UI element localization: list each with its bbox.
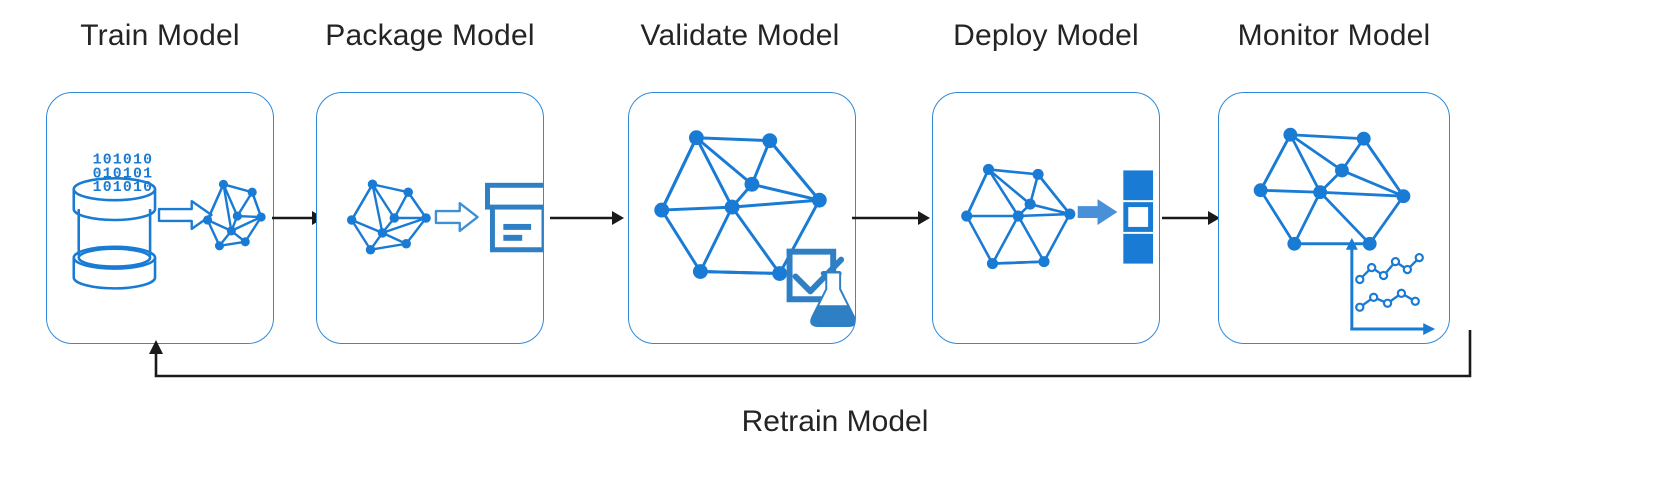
deploy-model-icon bbox=[933, 93, 1159, 343]
connector-validate-to-deploy bbox=[852, 206, 930, 230]
stage-title-train: Train Model bbox=[80, 19, 240, 52]
stage-card-train[interactable]: 101010 010101 101010 bbox=[46, 92, 274, 344]
connector-deploy-to-monitor bbox=[1162, 206, 1220, 230]
stage-title-monitor: Monitor Model bbox=[1237, 19, 1431, 52]
stage-card-deploy[interactable] bbox=[932, 92, 1160, 344]
monitor-model-icon bbox=[1219, 93, 1449, 343]
stage-title-deploy: Deploy Model bbox=[953, 19, 1139, 52]
stage-title-package: Package Model bbox=[325, 19, 535, 52]
package-model-icon bbox=[317, 93, 543, 343]
feedback-loop-retrain bbox=[140, 330, 1630, 390]
svg-text:101010: 101010 bbox=[93, 180, 154, 196]
svg-text:101010: 101010 bbox=[93, 152, 154, 168]
feedback-loop-label: Retrain Model bbox=[741, 405, 929, 438]
stage-title-validate: Validate Model bbox=[640, 19, 840, 52]
stage-card-validate[interactable] bbox=[628, 92, 856, 344]
connector-package-to-validate bbox=[550, 206, 624, 230]
stage-card-package[interactable] bbox=[316, 92, 544, 344]
validate-model-icon bbox=[629, 93, 855, 343]
train-model-icon: 101010 010101 101010 bbox=[47, 93, 273, 343]
stage-card-monitor[interactable] bbox=[1218, 92, 1450, 344]
